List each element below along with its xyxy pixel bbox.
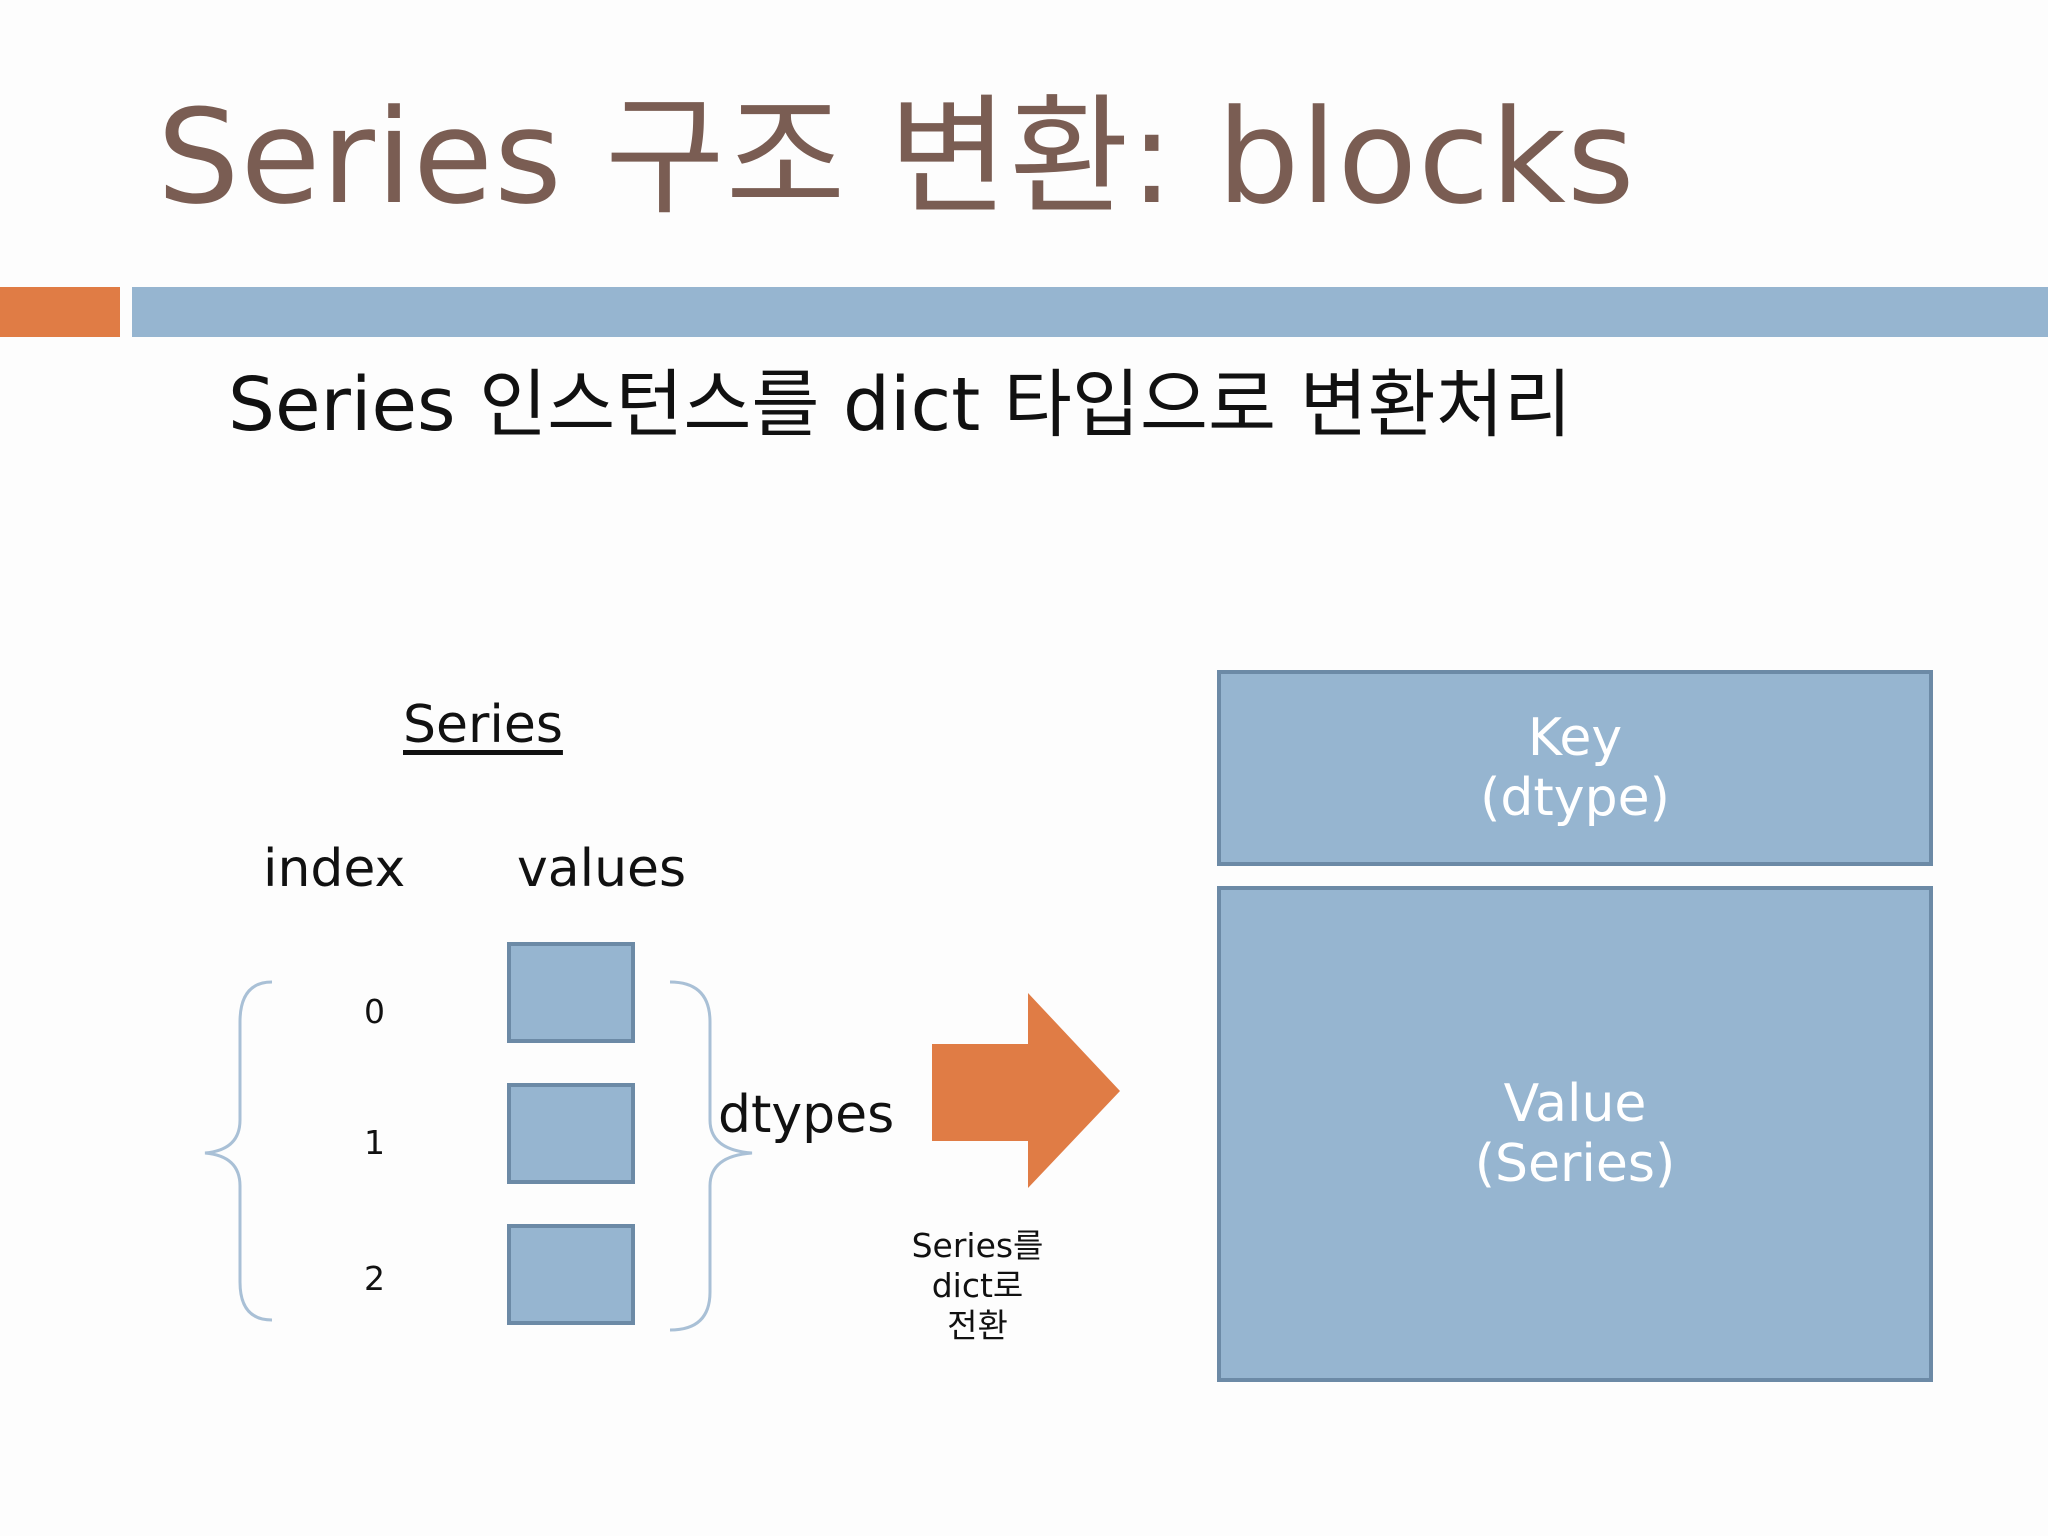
slide-subtitle: Series 인스턴스를 dict 타입으로 변환처리	[228, 362, 1572, 448]
key-box-label: Key	[1527, 708, 1623, 768]
values-column-label: values	[517, 839, 687, 899]
dict-key-box: Key (dtype)	[1217, 670, 1933, 866]
value-cell	[507, 942, 635, 1043]
arrow-caption-line: 전환	[947, 1306, 1008, 1345]
index-item: 1	[364, 1123, 385, 1162]
value-box-type: (Series)	[1474, 1134, 1676, 1194]
index-column-label: index	[263, 839, 406, 899]
dict-value-box: Value (Series)	[1217, 886, 1933, 1382]
value-cell	[507, 1224, 635, 1325]
title-accent-bar-orange	[0, 287, 120, 337]
series-heading: Series	[403, 695, 563, 755]
values-right-brace	[669, 980, 753, 1332]
arrow-caption-line: dict로	[931, 1266, 1024, 1305]
index-item: 2	[364, 1259, 385, 1298]
index-left-brace	[204, 980, 273, 1322]
key-box-type: (dtype)	[1480, 768, 1670, 828]
dtypes-label: dtypes	[718, 1085, 895, 1145]
value-box-label: Value	[1503, 1074, 1647, 1134]
index-item: 0	[364, 992, 385, 1031]
value-cell	[507, 1083, 635, 1184]
arrow-caption: Series를 dict로 전환	[880, 1226, 1075, 1346]
title-accent-bar-blue	[132, 287, 2048, 337]
slide-title: Series 구조 변환: blocks	[157, 81, 1636, 233]
conversion-arrow	[932, 993, 1120, 1188]
arrow-caption-line: Series를	[911, 1226, 1044, 1265]
